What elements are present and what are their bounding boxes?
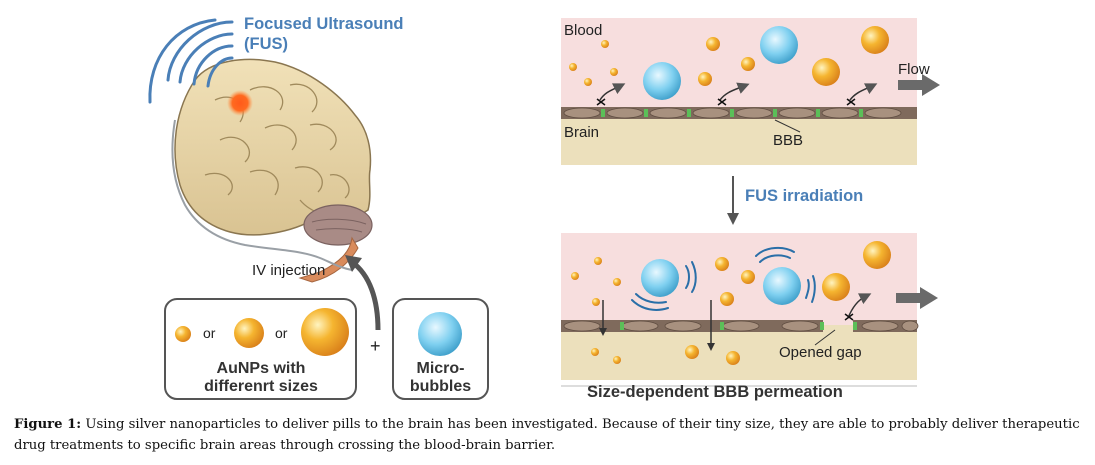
head-outline	[171, 119, 353, 271]
microbubble	[763, 267, 801, 305]
top-panel	[561, 18, 940, 165]
flow-label: Flow	[898, 61, 930, 78]
blood-label: Blood	[564, 22, 603, 39]
ultrasound-waves-icon	[148, 18, 234, 104]
or-label-1: or	[203, 325, 216, 341]
particle	[720, 292, 734, 306]
particle	[613, 356, 621, 364]
microbubbles-line2: bubbles	[409, 378, 472, 395]
bbb-layer-bottom	[561, 320, 919, 332]
aunp-large	[301, 308, 349, 356]
particle	[863, 241, 891, 269]
brain-label: Brain	[564, 124, 600, 141]
particle	[741, 270, 755, 284]
bbb-label: BBB	[773, 132, 804, 149]
aunps-box	[164, 298, 357, 400]
or-label-2: or	[275, 325, 288, 341]
particle	[571, 272, 579, 280]
fus-irradiation-arrow	[727, 176, 739, 225]
cerebellum	[303, 204, 373, 246]
fus-irradiation-label: FUS irradiation	[745, 187, 864, 205]
particle	[812, 58, 840, 86]
particle	[698, 72, 712, 86]
microbubbles-line1: Micro-	[416, 360, 465, 377]
particle	[594, 257, 602, 265]
aunps-caption-line2: differenrt sizes	[204, 378, 318, 395]
particle	[706, 37, 720, 51]
flow-arrow-icon	[898, 74, 940, 96]
particle	[613, 278, 621, 286]
microbubble	[418, 312, 462, 356]
flow-arrow-icon-bottom	[896, 287, 938, 309]
caption-text: Using silver nanoparticles to deliver pi…	[14, 417, 1080, 453]
fus-label-line2: (FUS)	[244, 35, 288, 53]
particle	[861, 26, 889, 54]
bbb-layer-top	[561, 107, 917, 119]
particle	[715, 257, 729, 271]
aunps-caption-line1: AuNPs with	[216, 360, 306, 377]
microbubble	[760, 26, 798, 64]
fus-label-line1: Focused Ultrasound	[244, 15, 404, 33]
particle	[610, 68, 618, 76]
iv-injection-arrow	[345, 255, 381, 331]
microbubble	[643, 62, 681, 100]
particle	[592, 298, 600, 306]
particle	[584, 78, 592, 86]
aunp-medium	[234, 318, 264, 348]
particle	[569, 63, 577, 71]
figure-caption: Figure 1: Using silver nanoparticles to …	[14, 414, 1084, 456]
bottom-panel	[561, 233, 938, 387]
particle	[822, 273, 850, 301]
particle	[601, 40, 609, 48]
particle	[685, 345, 699, 359]
opened-gap-label: Opened gap	[779, 344, 862, 361]
particle	[726, 351, 740, 365]
bottom-panel-title: Size-dependent BBB permeation	[587, 383, 843, 401]
aunp-small	[175, 326, 191, 342]
plus-sign: +	[370, 336, 381, 356]
microbubble	[641, 259, 679, 297]
fus-focus-spot	[227, 90, 253, 116]
particle	[591, 348, 599, 356]
particle	[741, 57, 755, 71]
microbubbles-box	[392, 298, 489, 400]
iv-injection-label: IV injection	[252, 262, 326, 279]
caption-label: Figure 1:	[14, 417, 82, 432]
